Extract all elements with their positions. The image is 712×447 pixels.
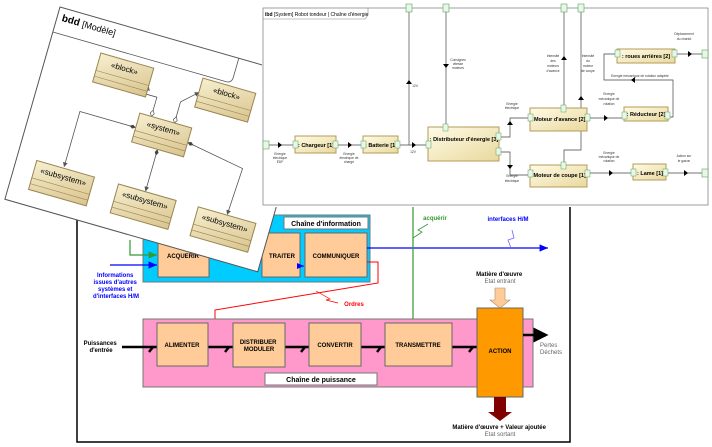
bdd-diagram: bdd [Modèle] «block» «block» «system» (4, 6, 314, 273)
chain-diagram: Chaîne d'information ACQUERIR TRAITER CO… (76, 199, 571, 443)
bdd-subsystem-3[interactable]: «subsystem» (189, 206, 257, 253)
bdd-subsystem-1[interactable]: «subsystem» (27, 159, 96, 207)
puissances-label: Puissances d'entrée (84, 341, 119, 354)
bdd-subsystem-2[interactable]: «subsystem» (109, 183, 177, 230)
block-communiquer[interactable] (304, 232, 368, 278)
bdd-block-2[interactable]: «block» (194, 77, 257, 123)
hmi-lightning-icon (507, 229, 515, 249)
part-reducteur[interactable]: : Réducteur [2] (623, 106, 669, 122)
part-chargeur-label: : Chargeur [1] (298, 143, 334, 149)
acquire-input-arrow (129, 240, 157, 259)
part-distributeur-label: : Distributeur d'énergie [3] (430, 137, 499, 143)
block-acquerir-label: ACQUERIR (167, 254, 200, 260)
block-traiter-label: TRAITER (269, 254, 296, 260)
ibd-ports (262, 3, 709, 178)
block-transmettre-label: TRANSMETTRE (395, 343, 440, 349)
block-convertir-label: CONVERTIR (317, 343, 353, 349)
flow-12v-up: 12V (412, 84, 419, 88)
matiere-out-label: Matière d'œuvre + Valeur ajoutée Etat so… (452, 425, 547, 438)
pertes-label: Pertes Déchets (540, 343, 562, 356)
power-chain-label-box (264, 372, 378, 386)
matiere-in-label: Matière d'œuvre Etat entrant (476, 272, 524, 285)
acquerir-label: acquérir (423, 216, 447, 222)
acquire-lightning-icon (412, 223, 429, 239)
info-chain-label-box (283, 216, 369, 230)
bdd-system-block[interactable]: «system» (130, 112, 193, 158)
part-roues[interactable]: : roues arrières [2] (616, 48, 676, 64)
block-distribuer-moduler[interactable] (232, 322, 286, 368)
bdd-header-tab (52, 31, 240, 83)
block-alimenter-label: ALIMENTER (165, 343, 201, 349)
interfaces-hm-label: interfaces H/M (487, 217, 528, 223)
ibd-flow-arrowheads (278, 51, 692, 176)
part-distributeur[interactable]: : Distributeur d'énergie [3] (427, 126, 500, 162)
part-chargeur[interactable]: : Chargeur [1] (294, 135, 337, 154)
flow-12v: 12V (410, 150, 417, 154)
block-transmettre[interactable] (384, 322, 453, 367)
ibd-part-ports (292, 49, 678, 178)
ordres-label: Ordres (344, 302, 364, 308)
block-alimenter[interactable] (156, 322, 209, 367)
part-batterie[interactable]: : Batterie [1] (362, 135, 399, 154)
bdd-block-1[interactable]: «block» (92, 52, 155, 98)
flow-meca-adaptee: Energie mécanique de rotation adaptée (611, 74, 669, 78)
part-lame-label: : Lame [1] (637, 171, 663, 177)
ibd-parts: : Chargeur [1] : Batterie [1] : Distribu… (294, 48, 676, 188)
part-lame[interactable]: : Lame [1] (632, 163, 667, 181)
part-moteur-avance[interactable]: : Moteur d'avance [2] (529, 107, 588, 132)
matiere-in-arrow (489, 287, 511, 309)
part-reducteur-label: : Réducteur [2] (627, 112, 666, 118)
part-roues-label: : roues arrières [2] (622, 54, 670, 60)
power-chain-title: Chaîne de puissance (286, 377, 356, 384)
part-moteur-avance-label: : Moteur d'avance [2] (531, 117, 586, 123)
block-convertir[interactable] (308, 322, 362, 367)
block-action[interactable] (476, 307, 524, 398)
block-communiquer-label: COMMUNIQUER (313, 254, 360, 260)
block-traiter[interactable] (261, 232, 301, 278)
matiere-out-arrow (488, 397, 512, 421)
orders-lightning-icon (315, 290, 339, 304)
ibd-diagram: ibd [System] Robot tondeur | Chaîne d'én… (262, 0, 712, 207)
power-flow-arrows (122, 345, 477, 353)
part-batterie-label: : Batterie [1] (365, 143, 397, 149)
ibd-header: ibd [System] Robot tondeur | Chaîne d'én… (265, 12, 369, 18)
ibd-header-tab (263, 8, 369, 20)
part-moteur-coupe-label: : Moteur de coupe [1] (530, 173, 586, 179)
block-action-label: ACTION (489, 349, 512, 355)
block-distribuer-moduler-label: DISTRIBUER MODULER (240, 340, 278, 353)
part-moteur-coupe[interactable]: : Moteur de coupe [1] (529, 164, 588, 188)
info-chain-title: Chaîne d'information (291, 221, 361, 228)
informations-label: Informations issues d'autres systèmes et… (93, 273, 139, 300)
